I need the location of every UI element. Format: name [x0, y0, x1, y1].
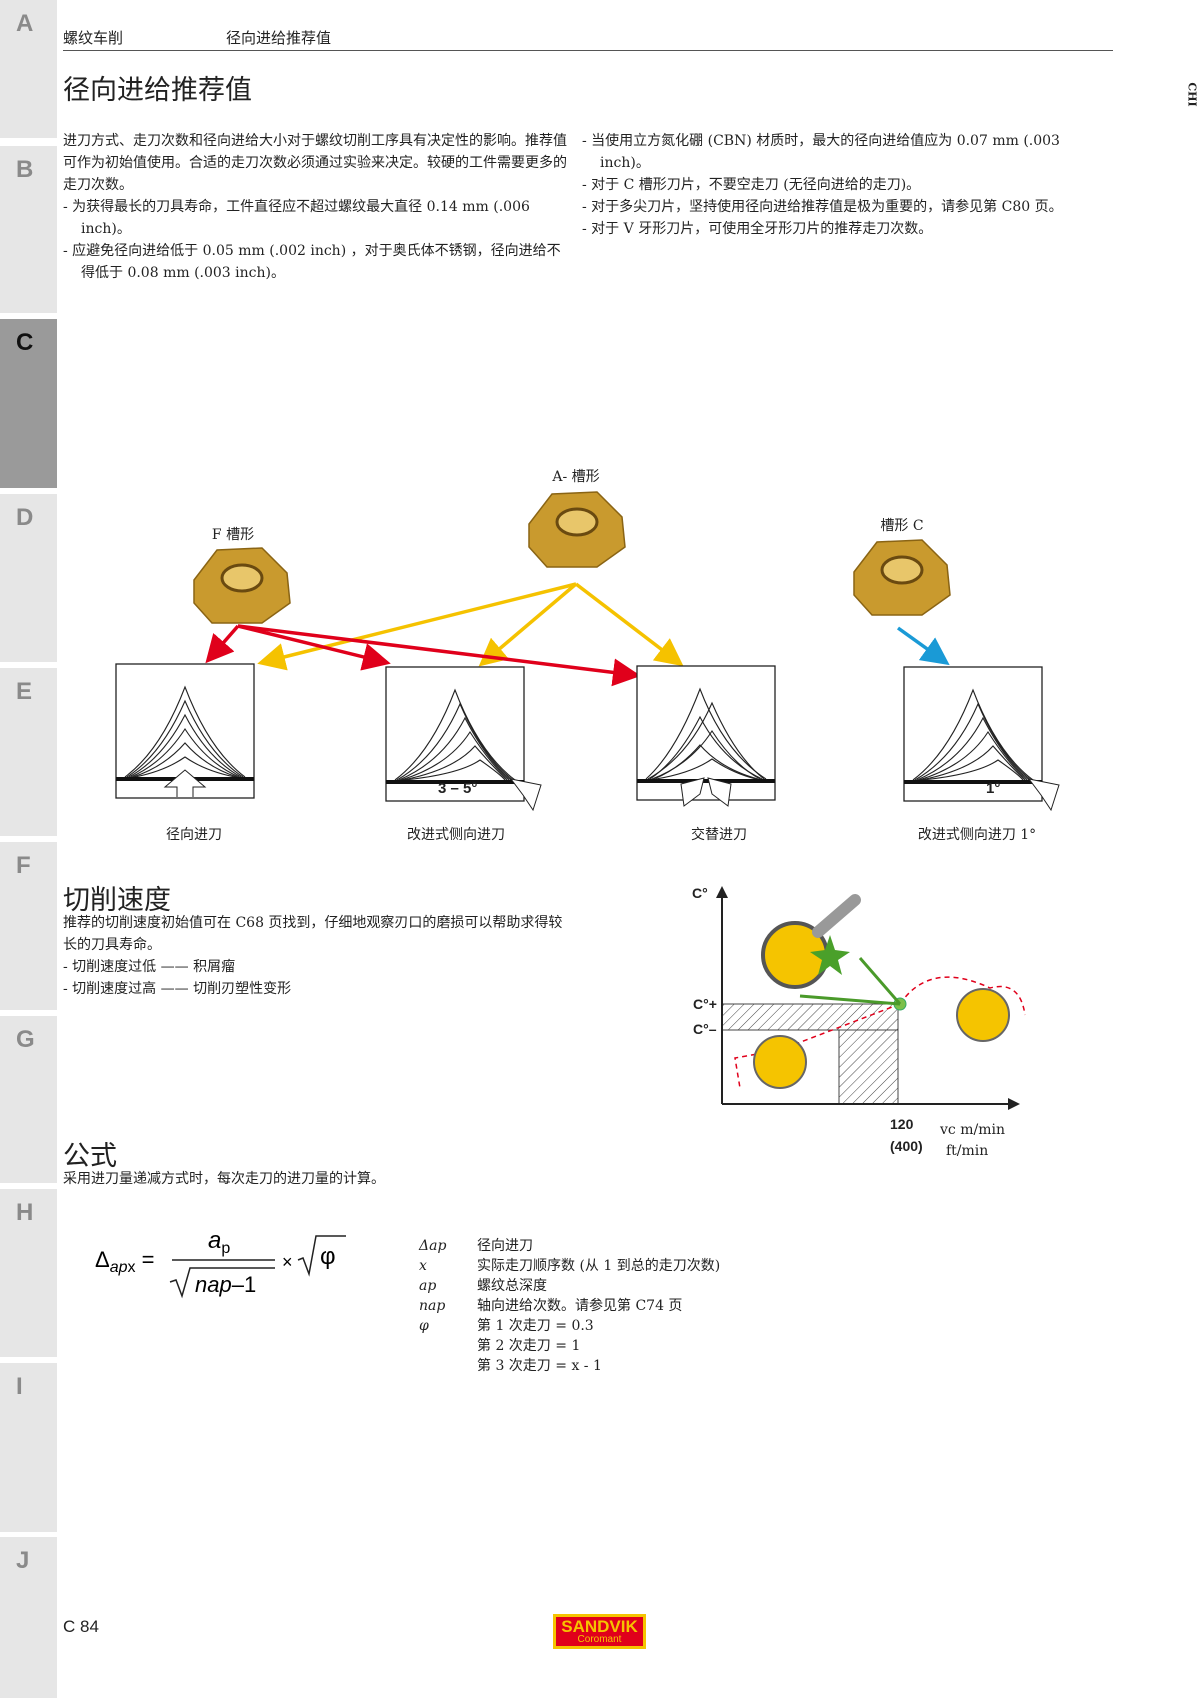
- infeed-method-label: 改进式侧向进刀 1°: [917, 827, 1037, 843]
- arrow: [205, 624, 240, 664]
- legend-description: 第 2 次走刀 = 1: [477, 1338, 581, 1354]
- sidebar-tab-h[interactable]: H: [0, 1189, 57, 1357]
- svg-text:φ: φ: [320, 1243, 336, 1270]
- infeed-method-diagram: [636, 665, 776, 807]
- infeed-method-diagram: [903, 666, 1060, 812]
- optimal-band: [721, 1003, 899, 1031]
- legend-description: 第 1 次走刀 = 0.3: [477, 1318, 594, 1334]
- svg-text:ap: ap: [208, 1227, 230, 1257]
- intro-paragraph: 进刀方式、走刀次数和径向进给大小对于螺纹切削工序具有决定性的影响。推荐值可作为初…: [63, 133, 567, 193]
- svg-text:×: ×: [282, 1252, 293, 1272]
- page-number: C 84: [63, 1617, 99, 1636]
- sidebar-tab-f[interactable]: F: [0, 842, 57, 1010]
- legend-symbol: nap: [419, 1298, 446, 1314]
- y-axis-label: C°: [692, 885, 708, 901]
- page-title: 径向进给推荐值: [63, 75, 252, 106]
- a-arrows: [257, 582, 684, 671]
- arrow: [237, 624, 391, 671]
- intro-left: 进刀方式、走刀次数和径向进给大小对于螺纹切削工序具有决定性的影响。推荐值可作为初…: [63, 130, 568, 284]
- y-plus-label: C°+: [693, 996, 717, 1012]
- bullet: - 当使用立方氮化硼 (CBN) 材质时，最大的径向进给值应为 0.07 mm …: [582, 133, 1060, 171]
- formula: Δapx = ap nap–1 × φ: [95, 1227, 346, 1299]
- speed-paragraph: 推荐的切削速度初始值可在 C68 页找到，仔细地观察刃口的磨损可以帮助求得较长的…: [63, 915, 563, 953]
- formula-title: 公式: [63, 1141, 117, 1172]
- f-insert-icon: [193, 547, 291, 624]
- c-insert-icon: [853, 539, 951, 616]
- header-subsection: 径向进给推荐值: [226, 29, 332, 47]
- angle-label: 3 – 5°: [438, 780, 478, 797]
- arrow: [574, 582, 684, 667]
- x-unit-ft-label: ft/min: [946, 1143, 989, 1159]
- sidebar-tab-j[interactable]: J: [0, 1537, 57, 1698]
- label-a-geometry: A- 槽形: [552, 469, 600, 485]
- legend-symbol: ap: [419, 1278, 437, 1294]
- label-f-geometry: F 槽形: [211, 527, 255, 543]
- x-unit-label: vc m/min: [940, 1122, 1005, 1138]
- bullet: - 为获得最长的刀具寿命，工件直径应不超过螺纹最大直径 0.14 mm (.00…: [63, 199, 530, 237]
- arrow: [478, 582, 578, 667]
- svg-text:nap–1: nap–1: [195, 1272, 256, 1297]
- legend-description: 实际走刀顺序数 (从 1 到总的走刀次数): [477, 1258, 721, 1274]
- infeed-method-label: 改进式侧向进刀: [407, 827, 505, 843]
- speed-title: 切削速度: [63, 885, 171, 916]
- sidebar-tab-a[interactable]: A: [0, 0, 57, 138]
- a-insert-icon: [528, 491, 626, 568]
- speed-text: 推荐的切削速度初始值可在 C68 页找到，仔细地观察刃口的磨损可以帮助求得较长的…: [63, 912, 573, 1000]
- sidebar-tab-g[interactable]: G: [0, 1016, 57, 1183]
- x-value-ft-label: (400): [890, 1138, 923, 1154]
- sandvik-logo: SANDVIK Coromant: [553, 1614, 646, 1649]
- logo-sub: Coromant: [577, 1634, 622, 1645]
- bullet: - 对于多尖刀片，坚持使用径向进给推荐值是极为重要的，请参见第 C80 页。: [582, 199, 1063, 215]
- header-divider: [63, 50, 1113, 51]
- infeed-method-diagram: [385, 666, 542, 812]
- legend-description: 螺纹总深度: [477, 1278, 547, 1294]
- sidebar-tab-i[interactable]: I: [0, 1363, 57, 1532]
- header-section: 螺纹车削: [63, 29, 124, 47]
- sidebar-tab-d[interactable]: D: [0, 494, 57, 662]
- bullet: - 切削速度过高 —— 切削刃塑性变形: [63, 981, 292, 997]
- legend-description: 径向进刀: [477, 1238, 533, 1254]
- bullet: - 对于 V 牙形刀片，可使用全牙形刀片的推荐走刀次数。: [582, 221, 933, 237]
- hatched-block: [838, 1029, 899, 1105]
- sidebar-tab-c[interactable]: C: [0, 319, 57, 488]
- arrow: [257, 582, 577, 671]
- legend-description: 轴向进给次数。请参见第 C74 页: [477, 1298, 683, 1314]
- logo-brand: SANDVIK: [561, 1617, 638, 1636]
- bullet: - 应避免径向进给低于 0.05 mm (.002 inch) ，对于奥氏体不锈…: [63, 243, 561, 281]
- y-minus-label: C°–: [693, 1021, 717, 1037]
- svg-text:Δapx =: Δapx =: [95, 1247, 154, 1276]
- legend-symbol: Δap: [419, 1238, 447, 1254]
- infeed-method-label: 径向进刀: [166, 827, 222, 843]
- angle-label: 1°: [986, 780, 1001, 797]
- speed-chart: [716, 886, 1026, 1110]
- sidebar-tab-b[interactable]: B: [0, 146, 57, 313]
- legend-description: 第 3 次走刀 = x - 1: [477, 1358, 602, 1374]
- arrow: [237, 624, 641, 687]
- sidebar-tab-e[interactable]: E: [0, 668, 57, 836]
- infeed-method-label: 交替进刀: [691, 827, 747, 843]
- f-arrows: [205, 624, 641, 687]
- formula-text: 采用进刀量递减方式时，每次走刀的进刀量的计算。: [63, 1171, 385, 1187]
- infeed-diagram: [115, 491, 1060, 812]
- legend-symbol: φ: [419, 1318, 429, 1334]
- bullet: - 对于 C 槽形刀片，不要空走刀 (无径向进给的走刀)。: [582, 177, 921, 193]
- buildup-detail-icon: [753, 1035, 807, 1089]
- c-arrow: [896, 626, 950, 666]
- label-c-geometry: 槽形 C: [880, 518, 924, 534]
- legend-symbol: x: [419, 1258, 427, 1274]
- wear-detail-icon: [956, 988, 1010, 1042]
- infeed-method-diagram: [115, 663, 255, 799]
- intro-right: - 当使用立方氮化硼 (CBN) 材质时，最大的径向进给值应为 0.07 mm …: [582, 130, 1102, 240]
- bullet: - 切削速度过低 —— 积屑瘤: [63, 959, 236, 975]
- star-icon: [810, 935, 850, 975]
- x-value-label: 120: [890, 1116, 914, 1132]
